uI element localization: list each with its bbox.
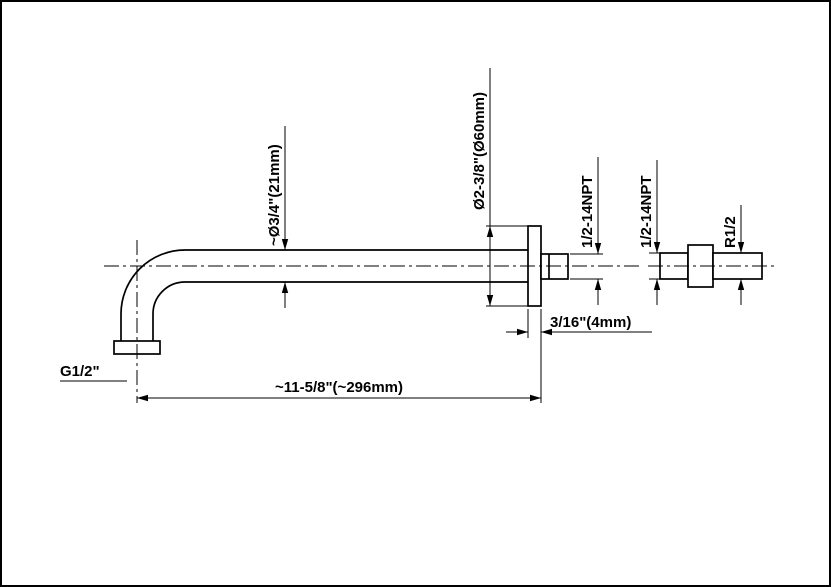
dim-label-arm-length: ~11-5/8"(~296mm) <box>275 379 403 396</box>
dim-label-tube-diameter: ~Ø3/4"(21mm) <box>266 144 283 246</box>
arm-inner-contour <box>152 281 528 341</box>
dim-arrow <box>594 279 602 290</box>
dim-label-flange-diameter: Ø2-3/8"(Ø60mm) <box>471 92 488 210</box>
dim-label-flange-thickness: 3/16"(4mm) <box>550 314 631 331</box>
dim-label-arm-thread: 1/2-14NPT <box>579 175 596 248</box>
dim-arrow <box>737 279 745 290</box>
dim-arrow <box>517 328 528 336</box>
dim-arrow <box>486 295 494 306</box>
outlet-thread-body <box>540 253 569 280</box>
arm-outer-contour <box>120 249 528 341</box>
dim-arrow <box>137 394 148 402</box>
dim-arrow <box>281 282 289 293</box>
dim-arrow <box>486 226 494 237</box>
dim-label-elbow-thread: G1/2" <box>60 363 100 380</box>
dimension-labels: ~Ø3/4"(21mm) Ø2-3/8"(Ø60mm) 1/2-14NPT 1/… <box>60 92 739 396</box>
shower-arm-body <box>113 225 569 355</box>
dim-arrow <box>653 279 661 290</box>
dimension-lines <box>60 68 742 403</box>
dim-label-adapter-thread-right: R1/2 <box>722 216 739 248</box>
centerlines <box>104 240 778 403</box>
outlet-thread <box>540 253 569 280</box>
dimension-arrows <box>137 226 745 402</box>
dim-arrow <box>737 242 745 253</box>
dim-arrow <box>530 394 541 402</box>
dim-arrow <box>594 243 602 254</box>
dim-arrow <box>541 328 552 336</box>
dim-label-adapter-thread-left: 1/2-14NPT <box>638 175 655 248</box>
dim-arrow <box>281 239 289 250</box>
dim-arrow <box>653 242 661 253</box>
